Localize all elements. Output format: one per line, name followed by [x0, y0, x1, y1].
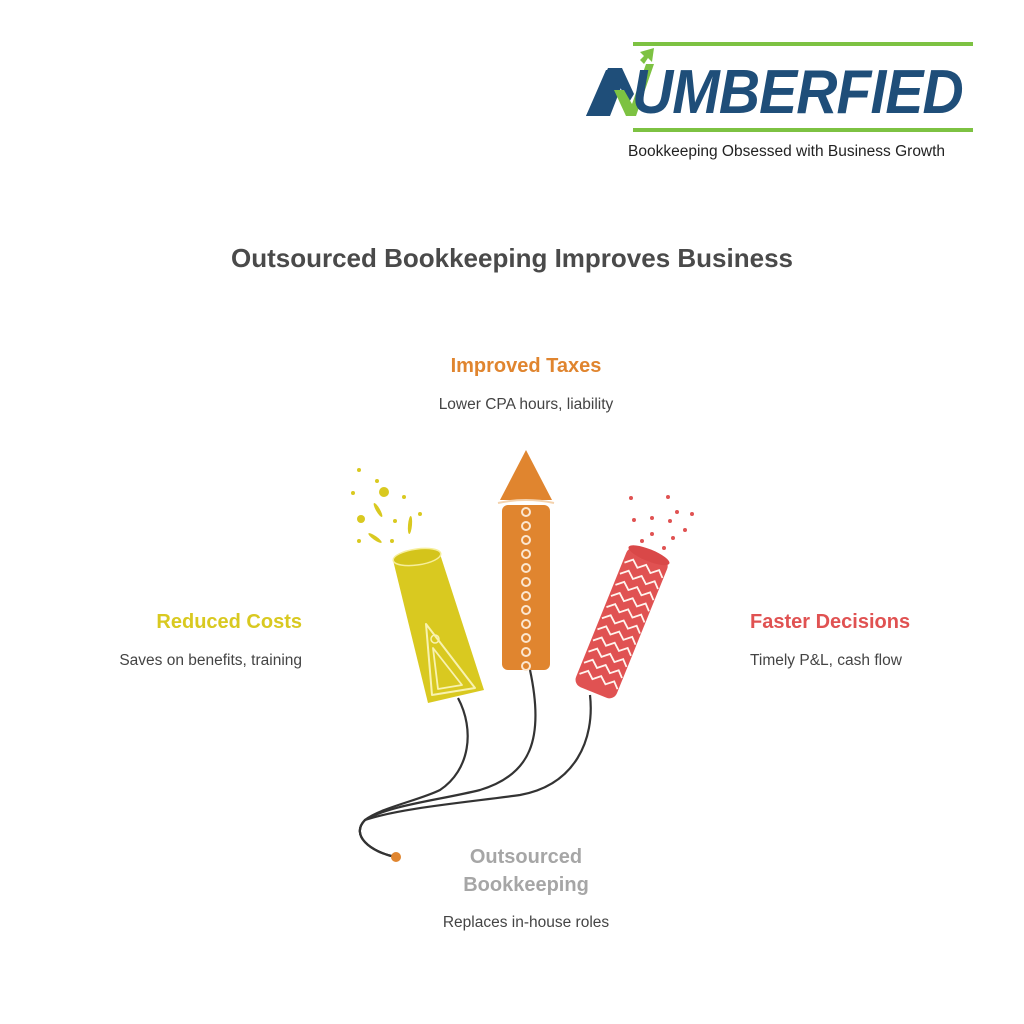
rocket-firework-icon	[497, 450, 555, 671]
branch-desc: Saves on benefits, training	[119, 652, 302, 669]
center-title-line2: Bookkeeping	[463, 874, 589, 896]
logo-bottom-rule	[633, 128, 973, 132]
branch-title: Improved Taxes	[450, 355, 602, 377]
center-desc: Replaces in-house roles	[442, 914, 610, 931]
branch-title: Reduced Costs	[156, 611, 302, 633]
party-popper-icon	[351, 468, 484, 703]
branch-desc: Timely P&L, cash flow	[750, 652, 902, 669]
page-title: Outsourced Bookkeeping Improves Business	[230, 243, 794, 273]
branch-title: Faster Decisions	[750, 611, 911, 633]
logo-wordmark: UMBERFIED	[632, 58, 964, 127]
branch-desc: Lower CPA hours, liability	[438, 396, 614, 413]
center-title-line1: Outsourced	[469, 846, 583, 868]
fuse-lines	[358, 669, 592, 859]
logo-tagline: Bookkeeping Obsessed with Business Growt…	[628, 143, 946, 160]
logo-top-rule	[633, 42, 973, 46]
logo-n-mark-icon	[586, 48, 654, 116]
origin-dot	[391, 852, 401, 862]
firecracker-icon	[575, 495, 694, 699]
